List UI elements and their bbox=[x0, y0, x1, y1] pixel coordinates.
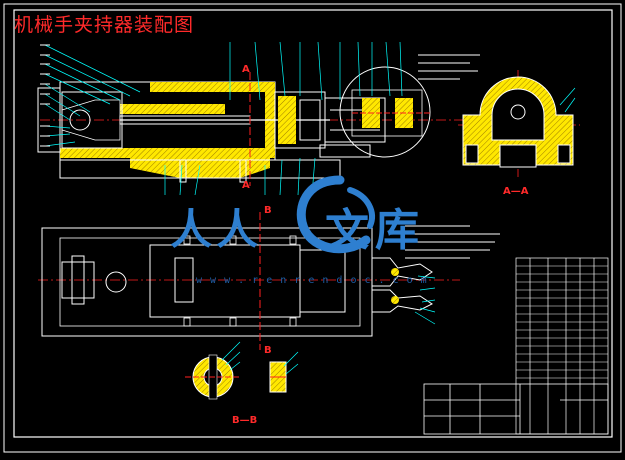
section-label-bb: B—B bbox=[232, 415, 258, 426]
plan-view bbox=[38, 212, 500, 350]
section-view-aa bbox=[458, 70, 580, 180]
section-label-aa: A—A bbox=[503, 186, 529, 197]
watermark-brand-left: 人人 bbox=[170, 205, 263, 254]
watermark-swirl-icon bbox=[296, 175, 375, 254]
drawing-title: 机械手夹持器装配图 bbox=[14, 14, 195, 36]
title-block bbox=[423, 383, 609, 435]
cut-mark-b-bottom: B bbox=[264, 345, 272, 356]
front-section-view bbox=[37, 41, 500, 196]
cut-mark-a-top: A bbox=[242, 64, 250, 75]
watermark-url: w w w . r e n r e n d o c . c o m bbox=[196, 275, 428, 286]
watermark-brand-right: 文库 bbox=[325, 205, 425, 256]
section-view-bb bbox=[185, 341, 299, 400]
cut-mark-b-top: B bbox=[264, 205, 272, 216]
inner-frame bbox=[13, 9, 613, 438]
outer-frame bbox=[3, 3, 622, 453]
cut-mark-a-bottom: A bbox=[242, 180, 250, 191]
parts-list-rows bbox=[516, 265, 608, 379]
